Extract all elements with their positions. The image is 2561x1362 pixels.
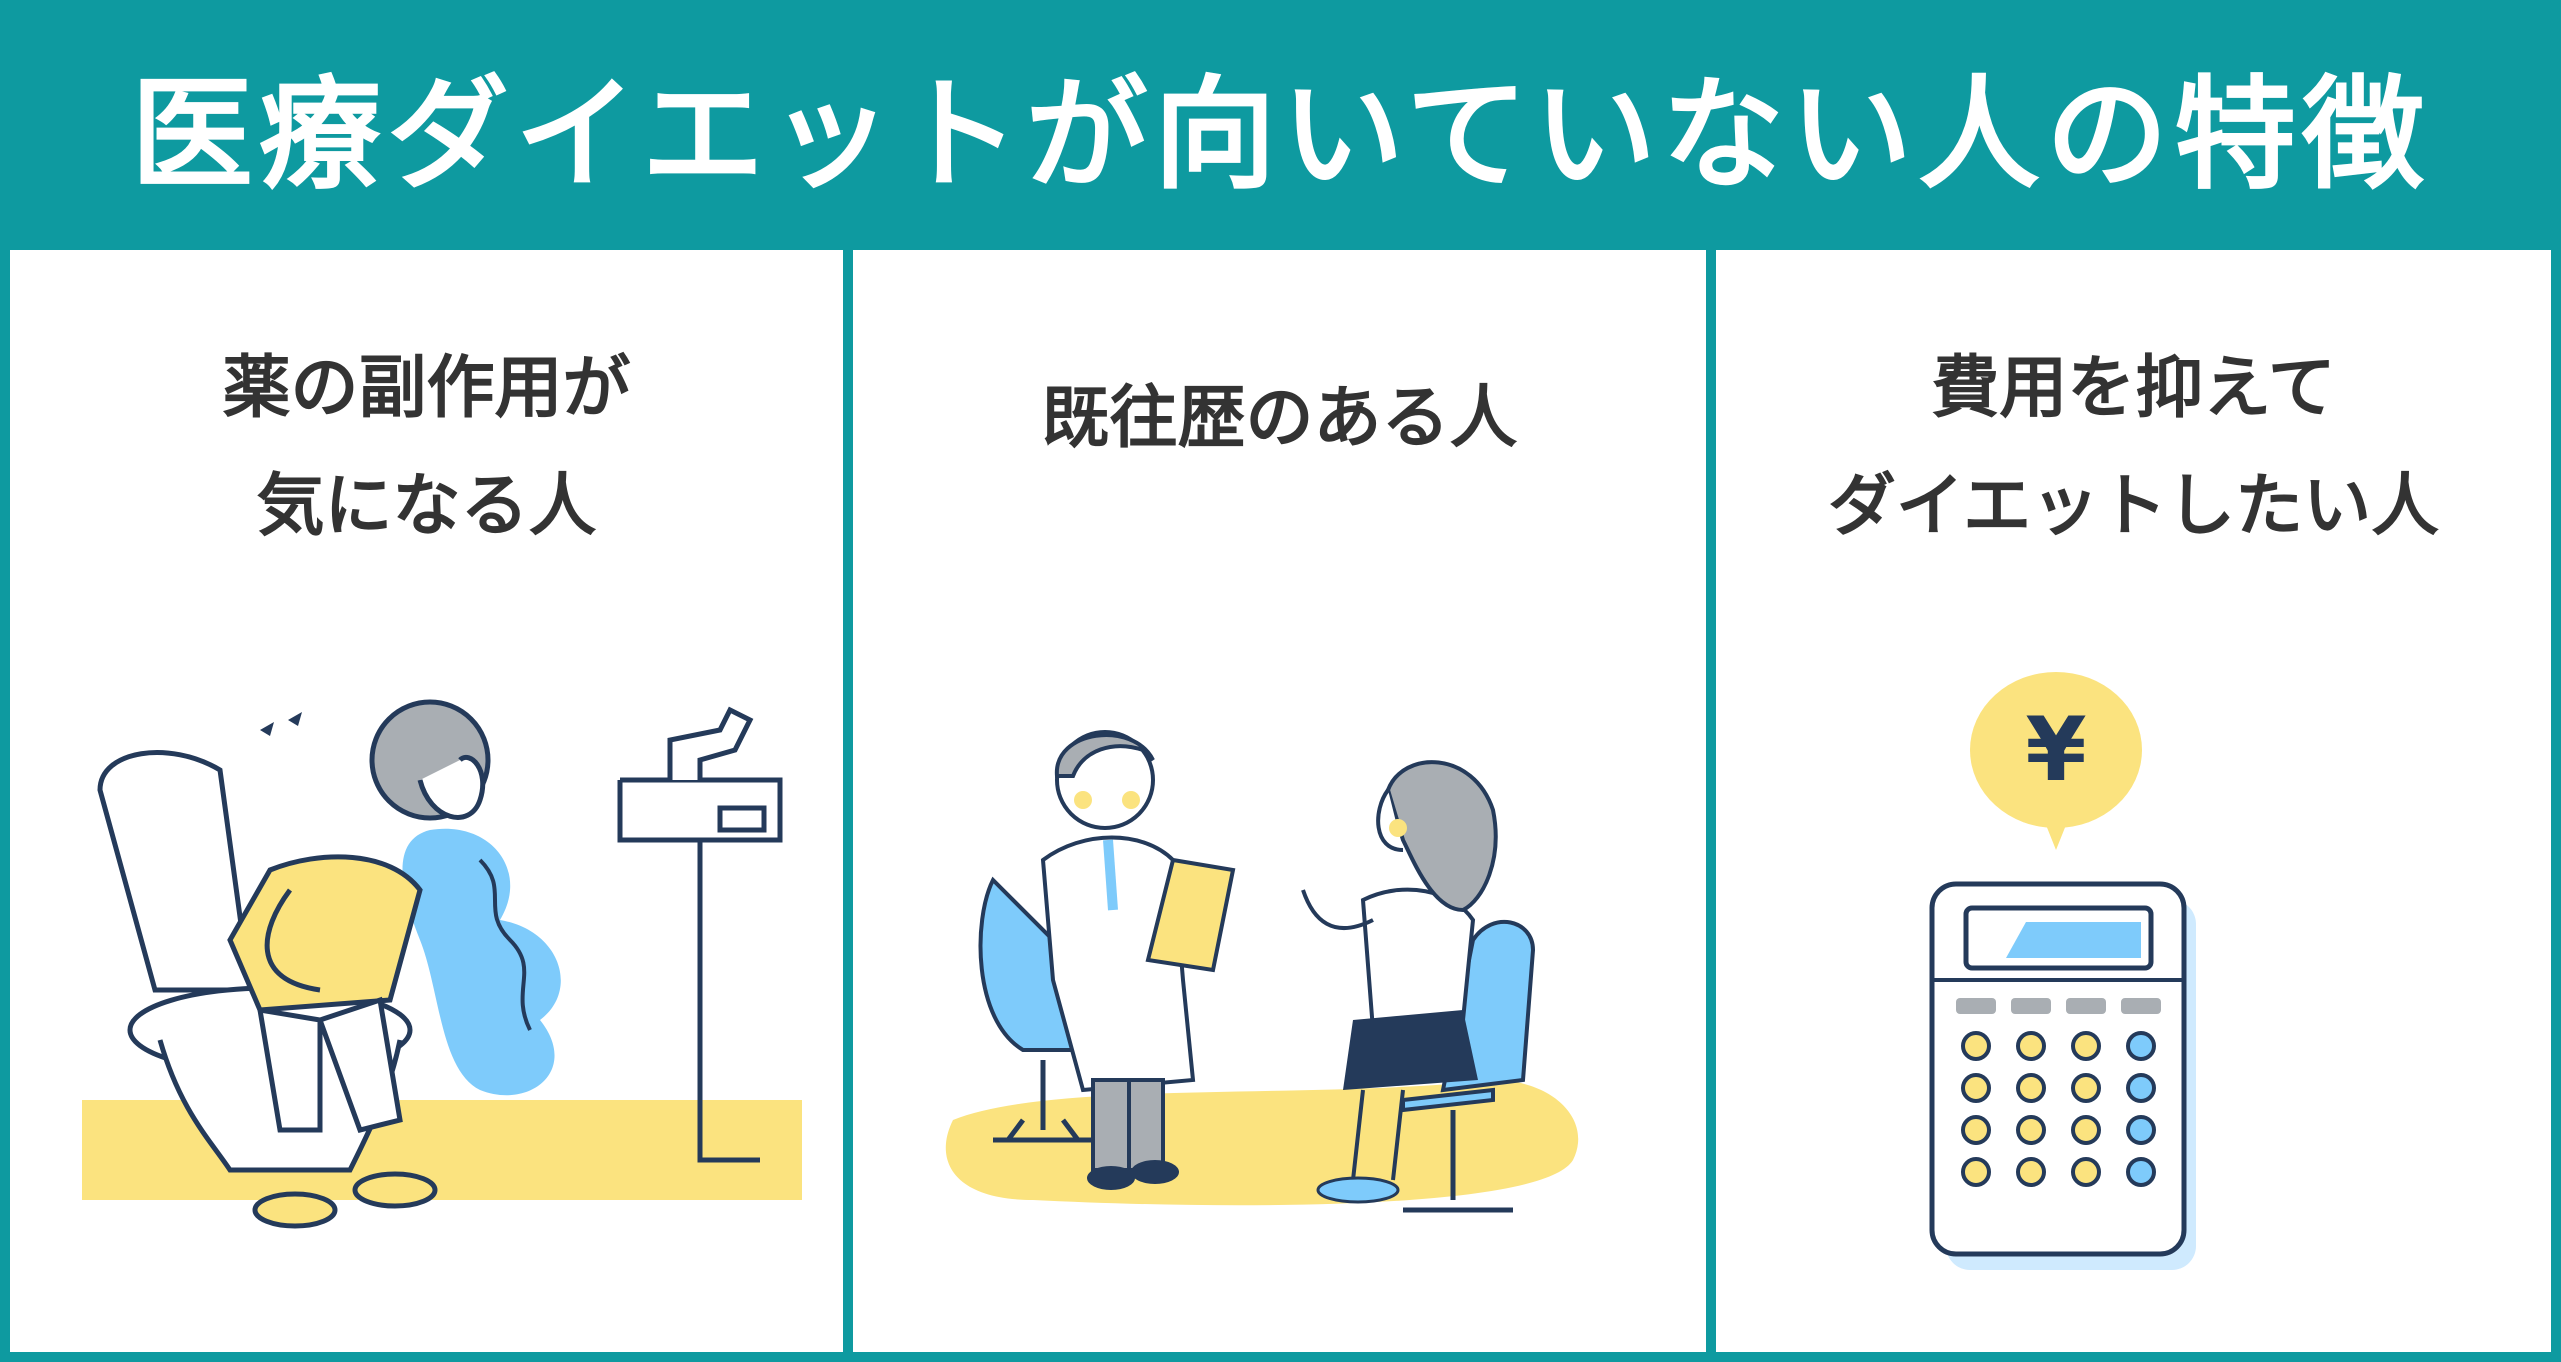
panel-cost: 費用を抑えて ダイエットしたい人 ¥ xyxy=(1716,250,2551,1352)
yen-bubble xyxy=(1970,672,2142,828)
page-title: 医療ダイエットが向いていない人の特徴 xyxy=(130,63,2431,206)
panel-title-line: ダイエットしたい人 xyxy=(1827,467,2440,546)
panel-side-effects: 薬の副作用が 気になる人 xyxy=(10,250,843,1352)
toilet-person-illustration xyxy=(82,699,802,1229)
panel-title-line: 気になる人 xyxy=(256,467,597,546)
panel-title: 薬の副作用が 気になる人 xyxy=(10,330,843,566)
calculator-illustration: ¥ xyxy=(1929,672,2196,1270)
panel-title-line: 費用を抑えて xyxy=(1931,349,2336,428)
panel-medical-history: 既往歴のある人 xyxy=(853,250,1706,1352)
panel-title-line: 薬の副作用が xyxy=(222,349,631,428)
panel-title-line: 既往歴のある人 xyxy=(1041,379,1518,458)
calculator-keys xyxy=(1961,1031,2156,1187)
header-banner: 医療ダイエットが向いていない人の特徴 xyxy=(0,0,2561,248)
yen-icon: ¥ xyxy=(2025,698,2086,801)
panel-title: 費用を抑えて ダイエットしたい人 xyxy=(1716,330,2551,566)
panel-title: 既往歴のある人 xyxy=(853,360,1706,478)
calculator-body xyxy=(1929,881,2187,1257)
doctor-consultation-illustration xyxy=(945,730,1579,1213)
